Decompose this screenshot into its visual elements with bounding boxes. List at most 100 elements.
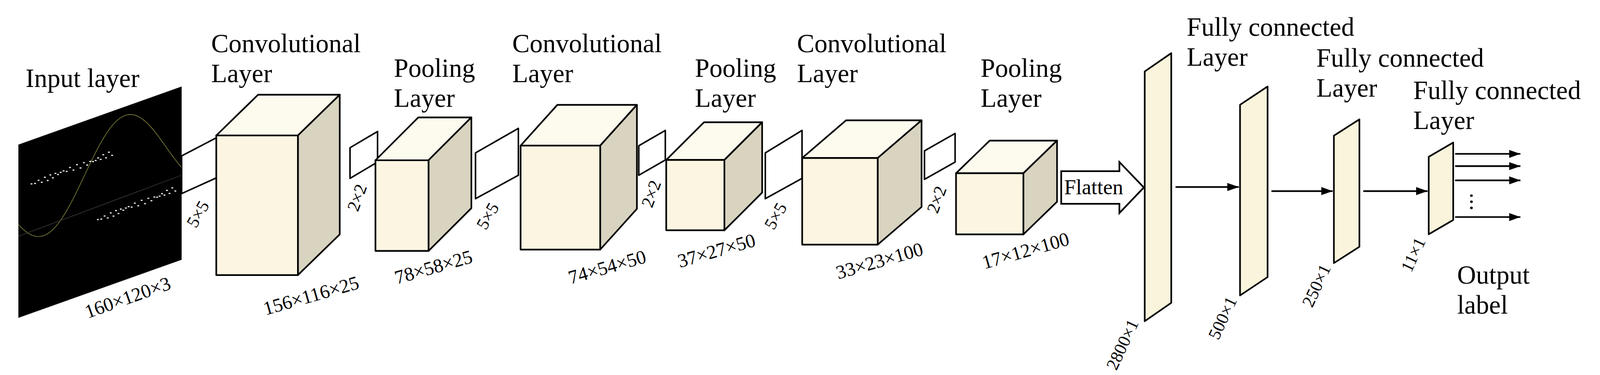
- signal-dot: [103, 215, 106, 217]
- layer-shape: [956, 140, 1058, 235]
- signal-dot: [130, 207, 133, 209]
- signal-dot: [97, 157, 100, 159]
- fc-plate: [1333, 119, 1360, 264]
- input-image-content: [18, 114, 182, 238]
- kernel-size: 5×5: [183, 198, 212, 231]
- layer-name: Pooling Layer: [694, 53, 792, 114]
- layer-dimensions: 2800×1: [1103, 316, 1142, 373]
- output-arrow: [1455, 165, 1521, 167]
- signal-dot: [153, 196, 156, 198]
- layer-shape: [1333, 119, 1360, 264]
- kernel-size: 2×2: [344, 182, 371, 214]
- signal-dot: [69, 167, 72, 169]
- signal-dot: [106, 217, 109, 219]
- layer-dimensions: 17×12×100: [979, 229, 1072, 273]
- cuboid-side: [724, 122, 763, 231]
- signal-dot: [171, 187, 174, 189]
- kernel-size: 5×5: [761, 200, 790, 233]
- layer-shape: [1240, 86, 1268, 296]
- layer-name: Convolutional Layer: [512, 28, 673, 89]
- conv-layer: Convolutional Layer74×54×50: [520, 104, 637, 250]
- signal-dot: [127, 206, 130, 208]
- signal-dot: [65, 171, 68, 173]
- signal-dot: [134, 202, 136, 204]
- signal-dot: [144, 203, 147, 205]
- signal-dot: [82, 162, 85, 164]
- cuboid-front: [802, 158, 878, 245]
- signal-dot: [107, 151, 110, 153]
- layer-name: Input layer: [25, 63, 171, 94]
- cuboid-shape: [666, 122, 763, 231]
- kernel-window: [924, 133, 956, 180]
- layer-dimensions: 33×23×100: [833, 239, 926, 283]
- output-arrow: [1455, 179, 1521, 182]
- layer-dimensions: 500×1: [1205, 294, 1241, 343]
- signal-dot: [165, 190, 168, 192]
- connector-arrow: [1271, 190, 1333, 193]
- fc-layer: Fully connected Layer250×1: [1333, 119, 1360, 264]
- layer-shape: [520, 104, 637, 250]
- layer-shape: [216, 94, 340, 276]
- ellipsis-dot: [1470, 206, 1473, 210]
- layer-shape: [375, 117, 472, 252]
- layer-name: Convolutional Layer: [211, 28, 372, 89]
- conv-layer: Convolutional Layer33×23×100: [802, 120, 922, 245]
- signal-dot: [99, 159, 102, 161]
- layer-dimensions: 78×58×25: [392, 247, 475, 288]
- cuboid-front: [520, 146, 600, 251]
- output-arrow: [1455, 153, 1521, 155]
- signal-dot: [57, 174, 60, 176]
- signal-dot: [137, 205, 140, 207]
- layer-shape: [1144, 53, 1172, 322]
- signal-dot: [37, 179, 40, 181]
- layer-shape: [666, 122, 763, 231]
- kernel-window: [475, 128, 519, 200]
- grid-line: [18, 175, 182, 238]
- signal-dot: [94, 160, 97, 162]
- layer-dimensions: 11×1: [1397, 235, 1429, 275]
- ellipsis-dot: [1470, 194, 1473, 197]
- kernel-window: [349, 131, 378, 179]
- cuboid-side: [1023, 140, 1058, 235]
- layer-dimensions: 156×116×25: [261, 272, 362, 319]
- signal-dot: [122, 209, 125, 211]
- kernel-window: [638, 130, 666, 176]
- signal-dot: [140, 200, 143, 202]
- cuboid-shape: [802, 120, 922, 245]
- cuboid-side: [298, 94, 340, 276]
- cuboid-front: [216, 135, 299, 276]
- pool-layer: Pooling Layer37×27×50: [666, 122, 763, 231]
- signal-dot: [34, 183, 37, 185]
- layer-name: Fully connected Layer: [1413, 75, 1593, 136]
- kernel-window: [765, 130, 803, 199]
- signal-dot: [96, 219, 99, 221]
- signal-dot: [117, 213, 120, 215]
- signal-dot: [72, 169, 75, 171]
- kernel-size: 5×5: [473, 200, 502, 233]
- pool-layer: Pooling Layer17×12×100: [956, 140, 1058, 235]
- signal-curve: [18, 114, 182, 238]
- signal-dot: [59, 172, 62, 174]
- layer-name: Convolutional Layer: [796, 28, 957, 89]
- layer-dimensions: 250×1: [1299, 261, 1334, 310]
- layer-name: Pooling Layer: [980, 53, 1078, 114]
- signal-dot: [62, 170, 65, 172]
- signal-dot: [49, 174, 52, 176]
- signal-dot: [115, 210, 118, 212]
- cuboid-shape: [520, 104, 637, 250]
- cuboid-side: [877, 120, 922, 245]
- fc-layer: Fully connected Layer11×1: [1428, 142, 1454, 235]
- signal-dot: [112, 215, 115, 217]
- connector-arrow: [1363, 190, 1428, 193]
- output-label: Output label: [1457, 260, 1545, 321]
- connector-arrow: [1175, 186, 1240, 189]
- signal-dot: [163, 194, 166, 196]
- signal-dot: [79, 167, 82, 169]
- signal-dot: [54, 173, 57, 175]
- signal-dot: [124, 208, 127, 210]
- conv-layer: Convolutional Layer156×116×25: [216, 94, 340, 276]
- signal-dot: [161, 193, 164, 195]
- signal-dot: [40, 181, 43, 183]
- signal-dot: [168, 193, 171, 195]
- cuboid-front: [375, 160, 429, 252]
